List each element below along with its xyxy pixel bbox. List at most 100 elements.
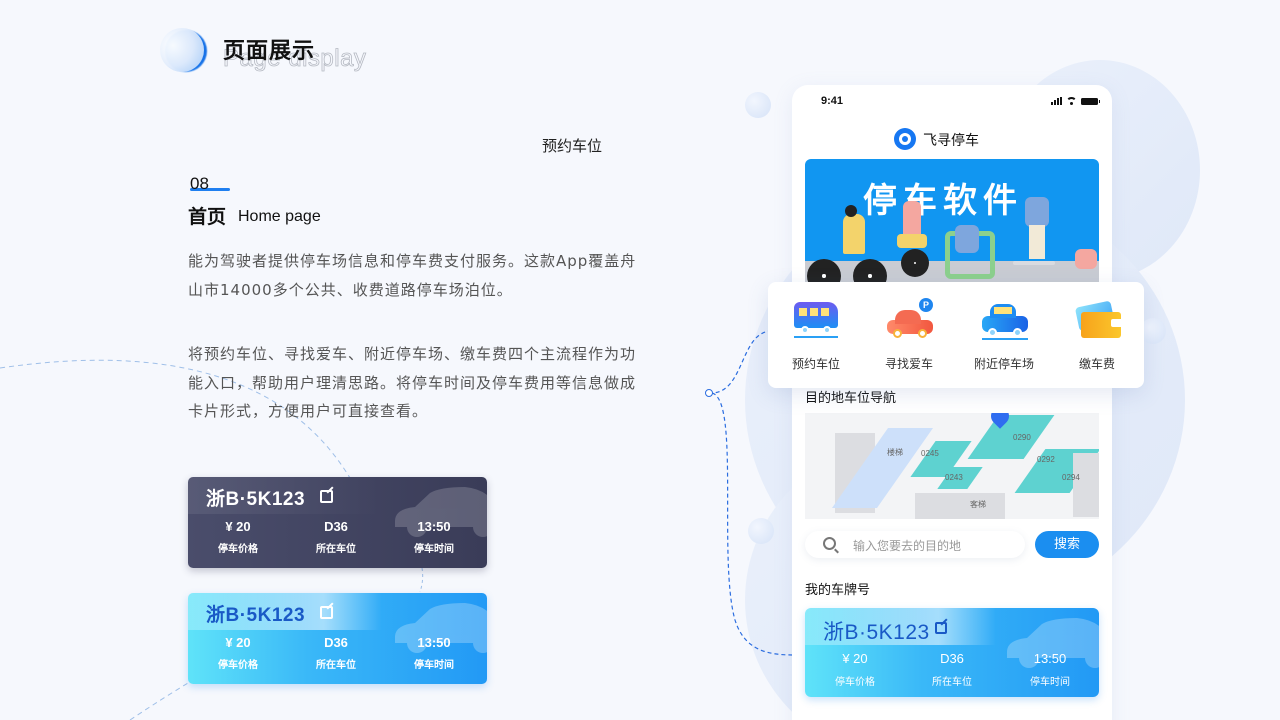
edit-icon[interactable] [320, 490, 333, 503]
header-subtitle: Page display [223, 45, 367, 73]
promo-banner[interactable]: 停车软件 [805, 159, 1099, 289]
feature-label: 附近停车场 [973, 357, 1034, 371]
map-label-stairs: 楼梯 [887, 448, 903, 457]
stat-price: ¥ 20 停车价格 [193, 635, 283, 671]
plate-band [188, 477, 383, 514]
plate-band [188, 593, 383, 630]
wifi-icon [1066, 97, 1077, 105]
feature-find-car[interactable]: P 寻找爱车 [869, 298, 949, 372]
stat-label: 停车时间 [1030, 677, 1070, 688]
standing-legs [1029, 225, 1045, 259]
stat-label: 停车时间 [414, 544, 454, 555]
plate-number: 浙B·5K123 [206, 605, 306, 626]
battery-icon [1081, 97, 1100, 105]
stat-slot: D36 所在车位 [907, 651, 997, 688]
description-paragraph: 能为驾驶者提供停车场信息和停车费支付服务。这款App覆盖舟山市14000多个公共… [188, 252, 637, 299]
nearby-car-icon [980, 298, 1028, 340]
stat-label: 所在车位 [316, 544, 356, 555]
bg-dot [745, 92, 771, 118]
stat-slot: D36 所在车位 [291, 519, 381, 555]
stat-label: 停车时间 [414, 660, 454, 671]
map-slot-label: 0243 [945, 473, 963, 482]
stat-value: D36 [324, 519, 348, 534]
section-title: 首页 [188, 206, 227, 228]
scooter-rider [903, 201, 921, 241]
bus-icon [792, 298, 840, 340]
map-wall [1073, 453, 1099, 517]
stat-value: 13:50 [417, 635, 451, 650]
parking-map[interactable]: 楼梯 客梯 0245 0243 0290 0292 0294 [805, 413, 1099, 519]
status-icons [1051, 97, 1100, 105]
my-plate-heading: 我的车牌号 [805, 583, 871, 598]
stat-label: 停车价格 [218, 660, 258, 671]
edit-icon[interactable] [935, 622, 947, 634]
stat-value: ¥ 20 [842, 651, 868, 666]
plate-card-dark[interactable]: 浙B·5K123 ¥ 20 停车价格 D36 所在车位 13:50 停车时间 [188, 477, 487, 568]
banner-title: 停车软件 [863, 181, 1023, 221]
stat-label: 停车价格 [218, 544, 258, 555]
stat-price: ¥ 20 停车价格 [193, 519, 283, 555]
wheelchair-rider [955, 225, 979, 253]
signal-icon [1051, 97, 1062, 105]
status-time: 9:41 [821, 95, 844, 107]
standing-figure [1025, 197, 1049, 227]
plate-number: 浙B·5K123 [206, 489, 306, 510]
map-wall [915, 493, 1005, 519]
header-deco-ball-glass [160, 28, 204, 72]
stat-value: 13:50 [1033, 651, 1067, 666]
feature-reserve-slot[interactable]: 预约车位 [776, 298, 856, 372]
scooter-skirt [897, 234, 927, 248]
bg-dot [1140, 318, 1166, 344]
stat-label: 所在车位 [316, 660, 356, 671]
stat-value: ¥ 20 [225, 635, 251, 650]
header-title: 页面展示 [223, 39, 316, 64]
wallet-icon [1073, 298, 1121, 340]
app-logo-icon [894, 128, 916, 150]
map-slot-label: 0292 [1037, 455, 1055, 464]
map-slot-label: 0294 [1062, 473, 1080, 482]
skateboard [1013, 261, 1055, 265]
feature-label: 缴车费 [1078, 357, 1115, 371]
phone-mockup: 9:41 飞寻停车 停车软件 目的地车位导航 楼梯 客梯 [792, 85, 1112, 720]
stat-label: 停车价格 [835, 677, 875, 688]
car-silhouette-icon [395, 603, 487, 653]
cyclist-right [1075, 249, 1097, 269]
section-number: 08 [190, 174, 209, 193]
stat-value: D36 [324, 635, 348, 650]
car-silhouette-icon [395, 487, 487, 537]
nav-title: 目的地车位导航 [805, 391, 897, 406]
scooter-wheel [901, 249, 929, 277]
map-slot-label: 0290 [1013, 433, 1031, 442]
stat-value: ¥ 20 [225, 519, 251, 534]
stat-value: D36 [940, 651, 964, 666]
stat-slot: D36 所在车位 [291, 635, 381, 671]
stat-label: 所在车位 [932, 677, 972, 688]
bg-dot [748, 518, 774, 544]
search-icon [823, 537, 836, 550]
stat-price: ¥ 20 停车价格 [810, 651, 900, 688]
cyclist-figure [843, 214, 865, 254]
section-number-underline [190, 188, 230, 191]
stat-value: 13:50 [417, 519, 451, 534]
feature-shortcuts-card: 预约车位 P 寻找爱车 附近停车场 缴车费 [768, 282, 1144, 388]
destination-search-input[interactable]: 输入您要去的目的地 [805, 531, 1025, 558]
floating-label: 预约车位 [542, 137, 603, 155]
my-plate-card[interactable]: 浙B·5K123 ¥ 20 停车价格 D36 所在车位 13:50 停车时间 [805, 608, 1099, 697]
map-label-elevator: 客梯 [970, 500, 986, 509]
stat-time: 13:50 停车时间 [1005, 651, 1095, 688]
feature-label: 寻找爱车 [884, 357, 933, 371]
feature-pay-fee[interactable]: 缴车费 [1057, 298, 1137, 372]
feature-label: 预约车位 [791, 357, 840, 371]
find-car-icon: P [885, 298, 933, 340]
search-placeholder: 输入您要去的目的地 [853, 539, 962, 553]
feature-nearby-parking[interactable]: 附近停车场 [964, 298, 1044, 372]
search-button[interactable]: 搜索 [1035, 531, 1099, 558]
map-slot-label: 0245 [921, 449, 939, 458]
plate-card-light[interactable]: 浙B·5K123 ¥ 20 停车价格 D36 所在车位 13:50 停车时间 [188, 593, 487, 684]
description-paragraph: 将预约车位、寻找爱车、附近停车场、缴车费四个主流程作为功能入口，帮助用户理清思路… [188, 345, 637, 420]
plate-number: 浙B·5K123 [823, 621, 930, 644]
app-name: 飞寻停车 [923, 133, 979, 149]
edit-icon[interactable] [320, 606, 333, 619]
stat-time: 13:50 停车时间 [389, 519, 479, 555]
stat-time: 13:50 停车时间 [389, 635, 479, 671]
